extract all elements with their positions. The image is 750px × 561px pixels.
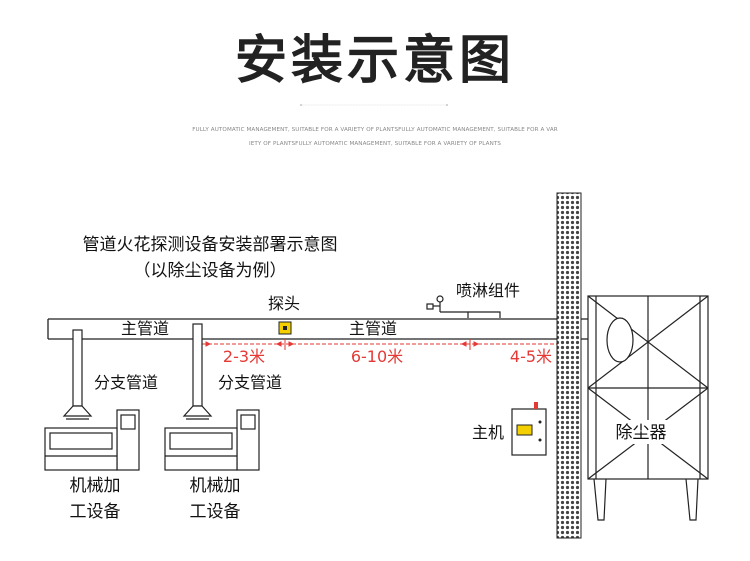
main-pipe-label-left: 主管道 bbox=[121, 319, 169, 338]
subtitle-line-2: IETY OF PLANTSFULLY AUTOMATIC MANAGEMENT… bbox=[248, 141, 502, 147]
probe-label: 探头 bbox=[268, 294, 300, 313]
branch-pipe-label-2: 分支管道 bbox=[218, 373, 282, 392]
branch-pipe-label-1: 分支管道 bbox=[94, 373, 158, 392]
main-pipe-label-right: 主管道 bbox=[349, 319, 397, 338]
main-pipe bbox=[47, 318, 600, 340]
wall bbox=[556, 192, 582, 539]
distance-markers bbox=[201, 339, 566, 350]
machine-label-2-line1: 机械加 bbox=[190, 476, 241, 496]
host-controller-icon bbox=[511, 402, 547, 456]
probe-icon-center bbox=[283, 326, 287, 330]
machine-icon-1 bbox=[44, 409, 140, 471]
distance-label-2: 6-10米 bbox=[351, 347, 403, 366]
machine-label-1-line1: 机械加 bbox=[70, 476, 121, 496]
machine-label-2-line2: 工设备 bbox=[190, 502, 241, 522]
machine-label-1-line2: 工设备 bbox=[70, 502, 121, 522]
branch-pipe-1 bbox=[62, 329, 93, 420]
page-title: 安装示意图 bbox=[234, 31, 515, 91]
machine-icon-2 bbox=[164, 409, 260, 471]
distance-label-1: 2-3米 bbox=[223, 347, 265, 366]
dust-collector-label-bg bbox=[598, 420, 680, 444]
branch-pipe-2 bbox=[182, 323, 213, 420]
dust-collector-icon bbox=[587, 295, 709, 521]
diagram-caption-line1: 管道火花探测设备安装部署示意图 bbox=[83, 235, 338, 255]
distance-label-3: 4-5米 bbox=[510, 347, 552, 366]
diagram-caption-line2: （以除尘设备为例） bbox=[134, 261, 287, 281]
spray-label: 喷淋组件 bbox=[456, 281, 520, 300]
header-divider bbox=[299, 104, 449, 106]
host-label: 主机 bbox=[472, 423, 504, 442]
spray-nozzle-icon bbox=[426, 295, 501, 318]
dust-collector-label: 除尘器 bbox=[616, 423, 667, 443]
subtitle-line-1: FULLY AUTOMATIC MANAGEMENT, SUITABLE FOR… bbox=[192, 127, 558, 133]
